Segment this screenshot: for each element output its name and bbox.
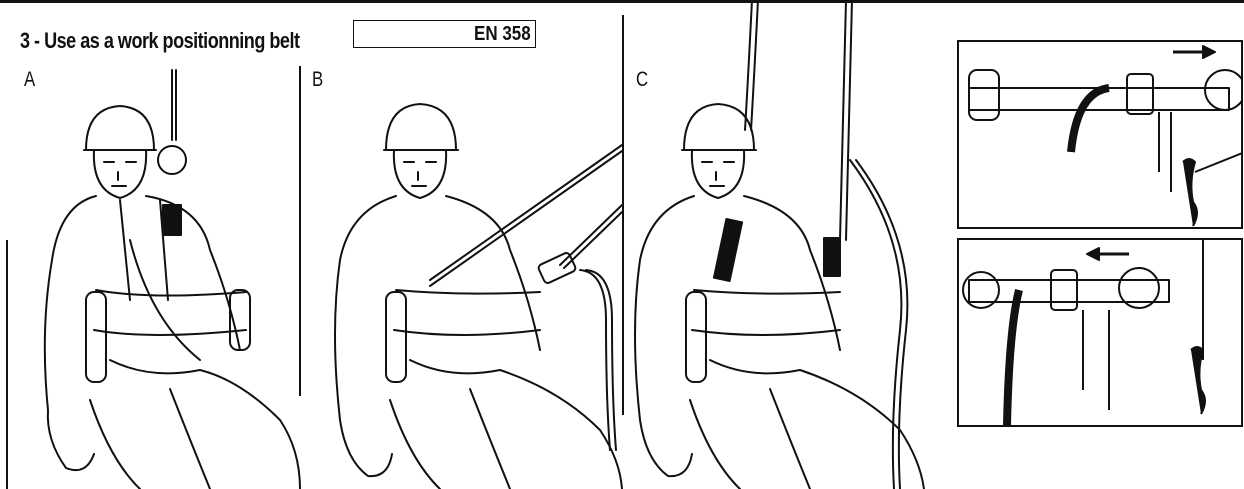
panel-c-helmet: [684, 104, 754, 150]
panel-c-ascender: [714, 219, 742, 281]
panel-c-rope-left: [745, 0, 752, 130]
inset-top-dring-left: [969, 70, 999, 120]
inset-top-strap-end: [1071, 88, 1109, 152]
panel-c-legs: [710, 360, 924, 489]
panel-c-hand: [640, 420, 692, 476]
inset-bottom-strap-end: [1007, 290, 1019, 426]
panel-c-harness: [692, 290, 840, 335]
inset-bottom-buckle: [1051, 270, 1077, 310]
inset-top-illustration: [959, 42, 1243, 229]
inset-top-buckle: [1127, 74, 1153, 114]
panel-c-face: [692, 150, 744, 198]
inset-bottom-illustration: [959, 240, 1243, 427]
inset-bottom: [957, 238, 1243, 427]
panel-c-rope-right: [840, 0, 846, 240]
inset-top-dring-right: [1205, 70, 1243, 110]
inset-top: [957, 40, 1243, 229]
panel-c-device-right: [824, 238, 840, 276]
inset-top-climber: [1183, 159, 1197, 226]
